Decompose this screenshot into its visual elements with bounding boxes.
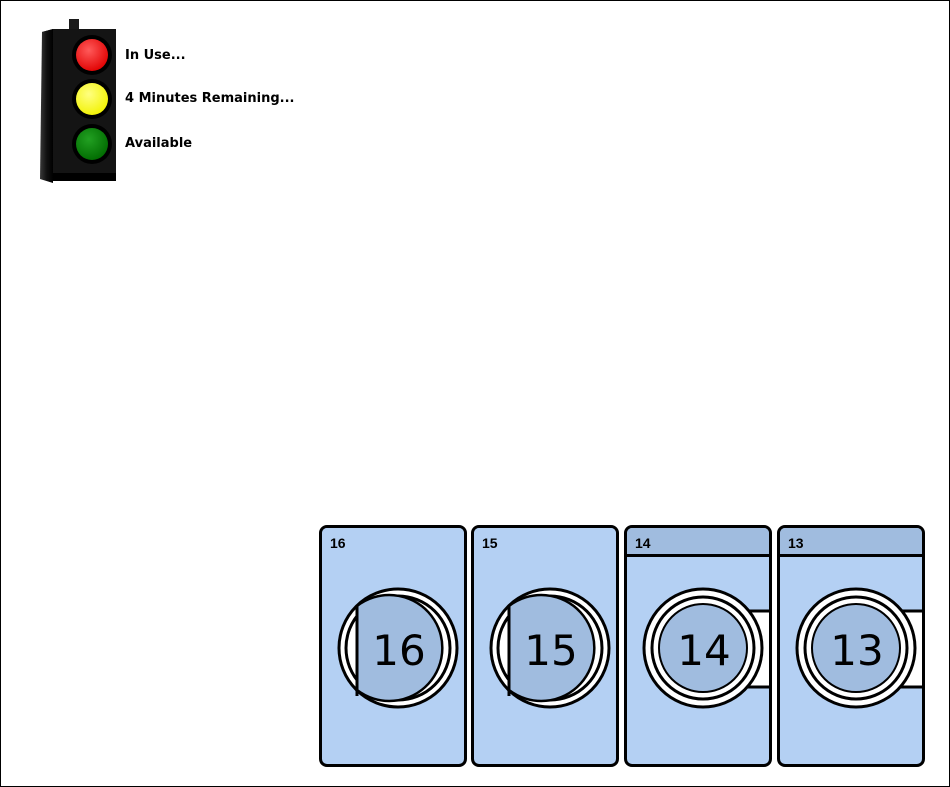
legend-available-label: Available xyxy=(125,136,193,151)
machine-top-panel xyxy=(322,528,464,557)
machine-door-number: 15 xyxy=(524,626,578,675)
machine-door-icon xyxy=(642,587,769,709)
machine-top-panel xyxy=(627,528,769,557)
status-legend: In Use... 4 Minutes Remaining... Availab… xyxy=(1,1,341,191)
traffic-light-icon xyxy=(40,19,116,183)
legend-in-use-label: In Use... xyxy=(125,48,186,63)
legend-remaining-label: 4 Minutes Remaining... xyxy=(125,91,295,106)
machine-door-icon xyxy=(795,587,922,709)
machine-id-label: 14 xyxy=(635,535,651,551)
machine-13[interactable]: 13 13 xyxy=(777,525,925,767)
machine-top-panel xyxy=(474,528,616,557)
machine-id-label: 16 xyxy=(330,535,346,551)
machine-door-icon xyxy=(337,587,459,709)
machine-door-icon xyxy=(489,587,611,709)
machine-top-panel xyxy=(780,528,922,557)
green-light xyxy=(76,128,108,160)
machine-id-label: 13 xyxy=(788,535,804,551)
machine-14[interactable]: 14 14 xyxy=(624,525,772,767)
machine-door-number: 13 xyxy=(830,626,884,675)
red-light xyxy=(76,39,108,71)
machine-door-number: 14 xyxy=(677,626,731,675)
machine-door-number: 16 xyxy=(372,626,426,675)
yellow-light xyxy=(76,83,108,115)
machine-id-label: 15 xyxy=(482,535,498,551)
